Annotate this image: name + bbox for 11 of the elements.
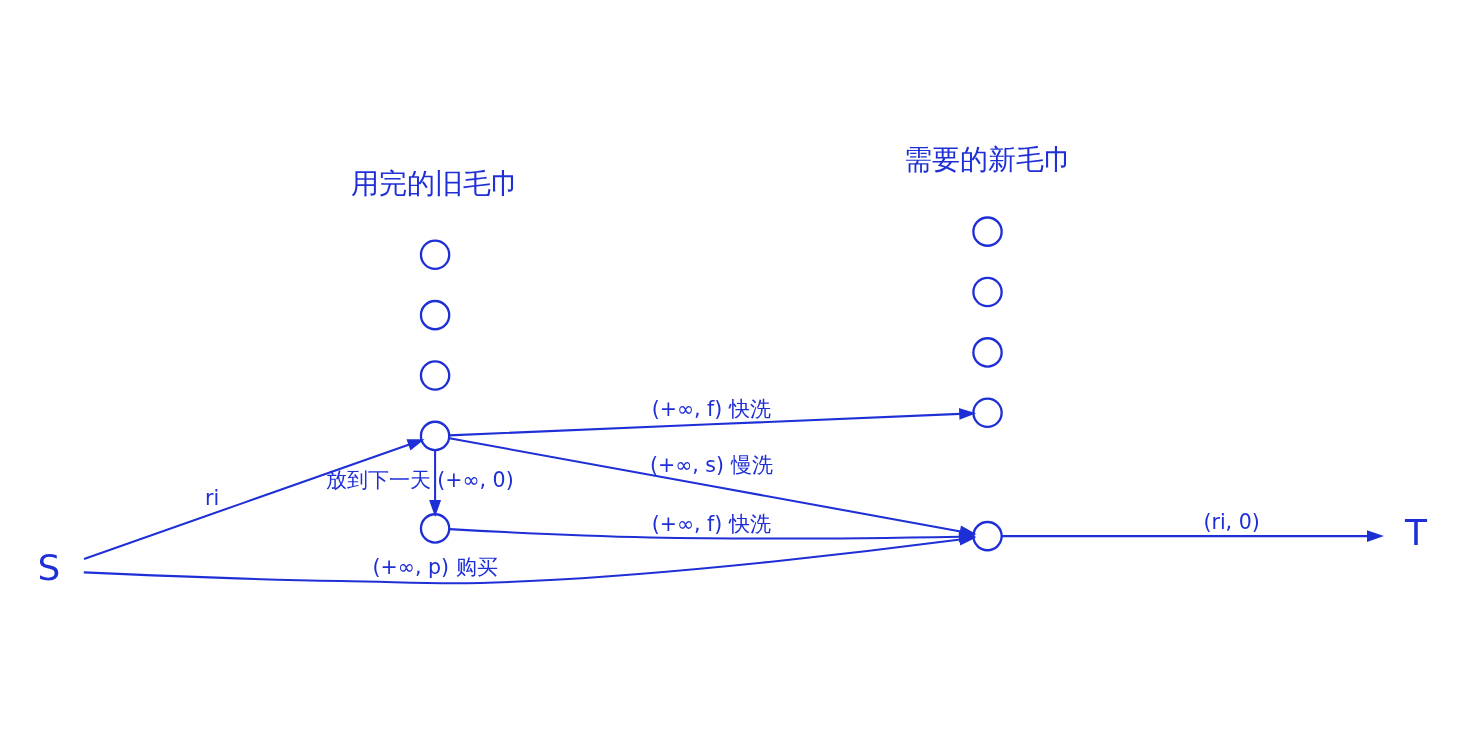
node-text: S (37, 546, 61, 588)
label: 用完的旧毛巾 (351, 166, 520, 200)
edge-label: (ri, 0) (1203, 510, 1260, 535)
edge-label: (+∞, s) 慢洗 (649, 452, 773, 477)
label: 需要的新毛巾 (903, 143, 1072, 177)
edge-label: (+∞, f) 快洗 (651, 511, 771, 536)
edge-label: ri (205, 486, 220, 511)
node-text: T (1404, 511, 1427, 553)
edge-label: (+∞, p) 购买 (372, 555, 498, 580)
edge-label: (+∞, f) 快洗 (651, 397, 771, 422)
edge-label: 放到下一天 (+∞, 0) (325, 468, 514, 493)
